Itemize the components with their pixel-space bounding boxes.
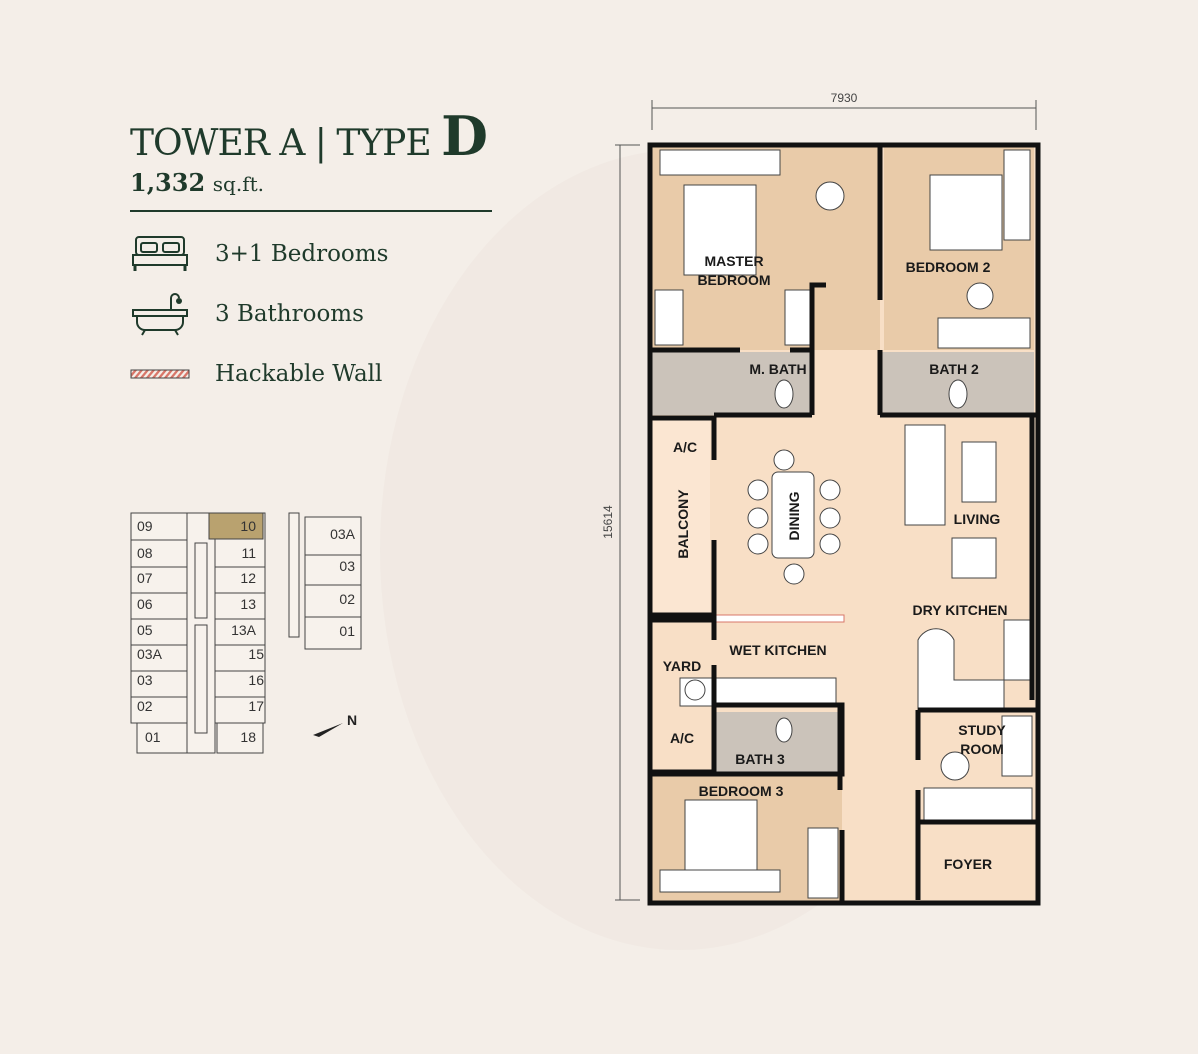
svg-text:ROOM: ROOM	[960, 741, 1004, 757]
svg-text:13: 13	[240, 596, 256, 612]
svg-text:BATH 2: BATH 2	[929, 361, 979, 377]
svg-text:16: 16	[248, 672, 264, 688]
feature-hackable-wall: Hackable Wall	[130, 352, 382, 396]
svg-text:18: 18	[240, 729, 256, 745]
feature-label: 3+1 Bedrooms	[215, 241, 389, 267]
svg-text:15: 15	[248, 646, 264, 662]
hackable-wall	[713, 614, 845, 623]
svg-text:10: 10	[240, 518, 256, 534]
svg-text:11: 11	[241, 545, 256, 561]
svg-text:06: 06	[137, 596, 153, 612]
highlighted-unit	[208, 512, 264, 540]
svg-text:12: 12	[240, 570, 256, 586]
north-arrow-icon: N	[313, 712, 357, 737]
divider	[130, 210, 492, 212]
svg-text:LIVING: LIVING	[954, 511, 1001, 527]
svg-text:03A: 03A	[137, 646, 163, 662]
svg-text:DRY KITCHEN: DRY KITCHEN	[913, 602, 1008, 618]
svg-text:13A: 13A	[231, 622, 257, 638]
svg-text:FOYER: FOYER	[944, 856, 992, 872]
svg-text:BEDROOM 3: BEDROOM 3	[699, 783, 784, 799]
feature-bathrooms: 3 Bathrooms	[130, 292, 364, 336]
svg-text:BATH 3: BATH 3	[735, 751, 785, 767]
svg-text:7930: 7930	[831, 91, 858, 105]
unit-area: 1,332 sq.ft.	[130, 168, 265, 197]
svg-text:09: 09	[137, 518, 153, 534]
svg-text:03: 03	[339, 558, 355, 574]
svg-text:17: 17	[248, 698, 264, 714]
bathtub-icon	[130, 292, 190, 336]
svg-text:M. BATH: M. BATH	[749, 361, 806, 377]
svg-text:03A: 03A	[330, 526, 356, 542]
svg-text:01: 01	[145, 729, 161, 745]
svg-text:WET KITCHEN: WET KITCHEN	[729, 642, 826, 658]
svg-text:A/C: A/C	[673, 439, 697, 455]
svg-text:STUDY: STUDY	[958, 722, 1006, 738]
svg-text:N: N	[347, 712, 357, 728]
svg-text:07: 07	[137, 570, 153, 586]
svg-text:BEDROOM 2: BEDROOM 2	[906, 259, 991, 275]
page-title: TOWER A | TYPE D	[130, 104, 488, 168]
feature-bedrooms: 3+1 Bedrooms	[130, 232, 388, 276]
svg-text:A/C: A/C	[670, 730, 694, 746]
feature-label: Hackable Wall	[215, 361, 383, 387]
svg-text:15614: 15614	[601, 505, 615, 539]
svg-text:MASTER: MASTER	[704, 253, 763, 269]
hackable-wall-icon	[130, 352, 190, 396]
svg-text:02: 02	[137, 698, 153, 714]
svg-text:BALCONY: BALCONY	[675, 489, 691, 559]
svg-text:BEDROOM: BEDROOM	[697, 272, 770, 288]
svg-text:05: 05	[137, 622, 153, 638]
svg-text:08: 08	[137, 545, 153, 561]
svg-text:02: 02	[339, 591, 355, 607]
feature-label: 3 Bathrooms	[215, 301, 364, 327]
svg-text:YARD: YARD	[663, 658, 701, 674]
svg-text:03: 03	[137, 672, 153, 688]
bed-icon	[130, 232, 190, 276]
svg-text:01: 01	[339, 623, 355, 639]
svg-text:DINING: DINING	[786, 491, 802, 540]
